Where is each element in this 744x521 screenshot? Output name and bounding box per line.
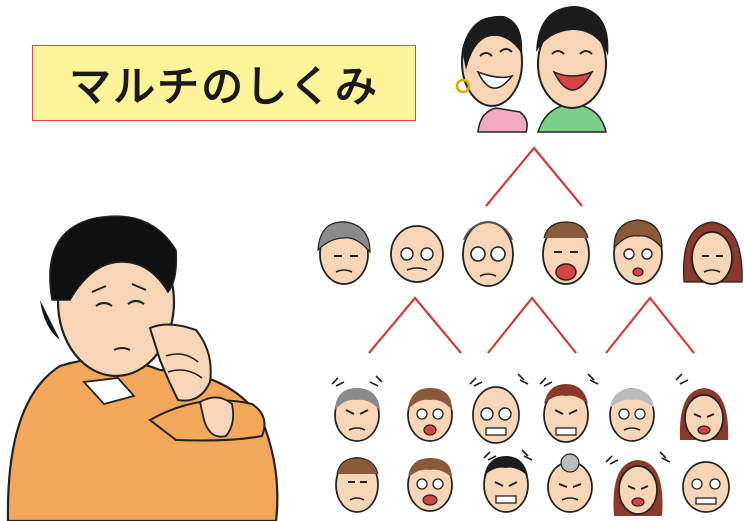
- connector-right: [605, 296, 695, 354]
- level2-face-3: [462, 220, 514, 287]
- title-text: マルチのしくみ: [69, 61, 379, 111]
- smiling-woman-face: [455, 15, 528, 133]
- worried-man-illustration: [6, 215, 279, 521]
- level2-face-4: [542, 221, 590, 285]
- connector-top: [485, 146, 583, 207]
- level3-face-9: [483, 456, 529, 513]
- anger-marks: [331, 373, 689, 465]
- level3-face-7: [335, 457, 379, 513]
- connector-left: [368, 296, 462, 354]
- smiling-man-face: [536, 6, 609, 133]
- level3-faces: [331, 373, 730, 516]
- level3-face-6: [679, 388, 729, 442]
- level3-face-4: [543, 384, 589, 443]
- level3-face-12: [682, 461, 730, 513]
- level2-face-1: [317, 221, 371, 285]
- level3-face-5: [609, 388, 655, 442]
- level3-face-3: [472, 386, 520, 444]
- level3-face-2: [407, 388, 453, 442]
- level3-face-8: [407, 458, 453, 512]
- level3-face-11: [613, 460, 663, 516]
- level2-faces: [317, 219, 743, 287]
- level2-face-6: [682, 221, 743, 285]
- level2-face-5: [613, 219, 663, 285]
- connector-lines: [368, 146, 695, 354]
- level2-face-2: [390, 225, 444, 283]
- title-box: マルチのしくみ: [32, 45, 416, 121]
- connector-mid: [487, 296, 577, 354]
- top-couple: [455, 6, 609, 133]
- level3-face-10: [547, 453, 593, 513]
- level3-face-1: [334, 388, 380, 442]
